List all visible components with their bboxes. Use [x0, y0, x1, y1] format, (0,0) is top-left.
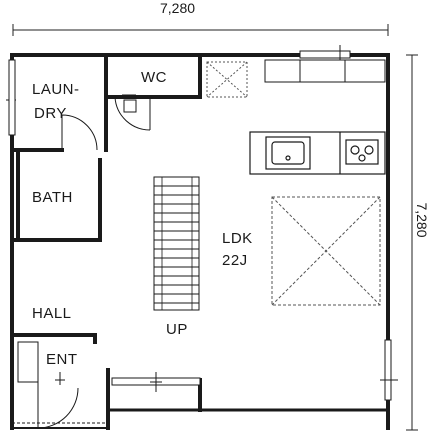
- room-laundry-label-1: LAUN-: [32, 81, 80, 98]
- window-top: [299, 45, 351, 62]
- wc-door: [114, 94, 151, 131]
- void-small: [206, 61, 248, 98]
- dimension-width: 7,280: [160, 0, 196, 16]
- room-ldk-label-2: 22J: [222, 252, 248, 269]
- stairs-label: UP: [166, 321, 188, 338]
- kitchen-upper-cabinets: [264, 59, 386, 83]
- room-ldk-label-1: LDK: [222, 230, 253, 247]
- bath-window: [8, 59, 16, 136]
- room-wc-label: WC: [141, 69, 167, 86]
- room-laundry-label-2: DRY: [34, 105, 67, 122]
- sliding-door-bottom: [111, 372, 201, 392]
- kitchen-counter: [249, 131, 386, 175]
- room-bath-label: BATH: [32, 189, 73, 206]
- dimension-line-top: [12, 24, 389, 36]
- void-large: [271, 196, 381, 306]
- dimension-line-right: [406, 54, 418, 431]
- staircase: [153, 176, 200, 311]
- interior-walls: [10, 53, 202, 430]
- room-entrance-label: ENT: [46, 351, 78, 368]
- window-right: [380, 339, 398, 401]
- dimension-height: 7,280: [414, 202, 430, 238]
- entrance-door: [12, 341, 108, 429]
- room-hall-label: HALL: [32, 305, 72, 322]
